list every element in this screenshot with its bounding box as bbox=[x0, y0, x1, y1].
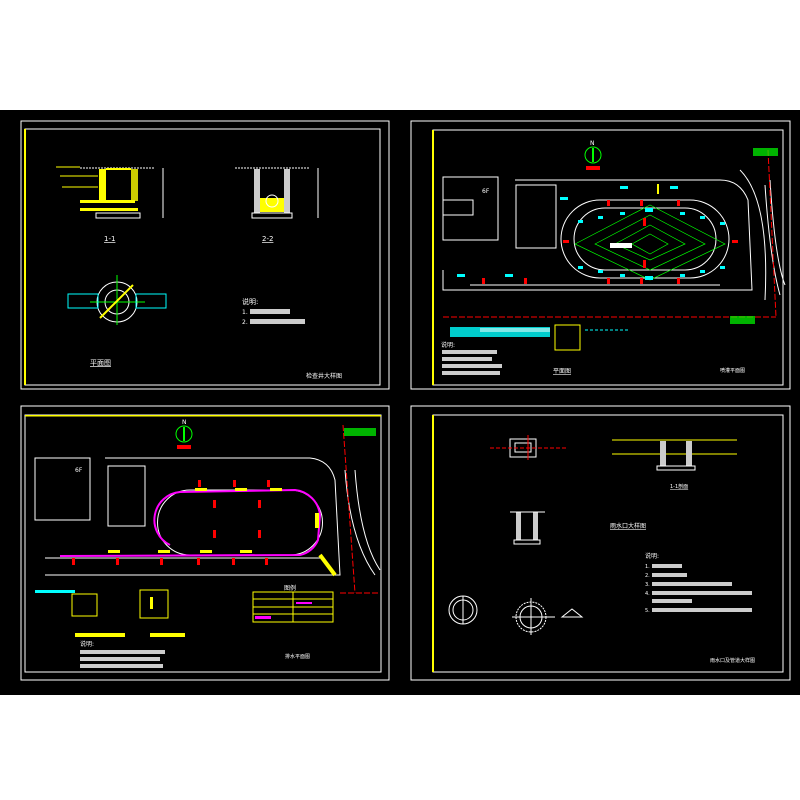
site-plan: 6F bbox=[442, 169, 786, 301]
svg-text:4.: 4. bbox=[645, 591, 650, 597]
section-label: 1-1剖面 bbox=[670, 483, 688, 490]
inlet-section: 1-1剖面 bbox=[612, 439, 737, 490]
building-label: 6F bbox=[75, 467, 83, 474]
north-arrow: N bbox=[584, 140, 602, 170]
note-1: 1. bbox=[242, 309, 248, 316]
svg-text:1.: 1. bbox=[645, 564, 650, 570]
notes-title: 说明: bbox=[242, 297, 258, 306]
manhole-plan: 平面图 bbox=[67, 275, 167, 367]
greenery-note bbox=[753, 148, 778, 156]
sheet-title: 排水平面图 bbox=[285, 653, 310, 660]
sheet-outer-frame bbox=[20, 405, 390, 681]
sprinkler-field bbox=[457, 184, 738, 284]
sheet-1[interactable]: 1-1 2-2 平面图 说明: 1. 2. bbox=[20, 120, 390, 390]
legend-table: 图例 bbox=[252, 584, 334, 623]
sheet-2[interactable]: N 6F bbox=[410, 120, 791, 390]
sheet-3[interactable]: N 6F bbox=[20, 405, 390, 681]
notes-block: 说明: bbox=[441, 341, 502, 375]
greenery-note bbox=[344, 428, 376, 436]
svg-text:2.: 2. bbox=[645, 573, 650, 579]
svg-text:3.: 3. bbox=[645, 582, 650, 588]
inlet-elevation bbox=[510, 511, 545, 545]
building-label: 6F bbox=[482, 188, 490, 195]
sheet-title: 检查井大样图 bbox=[306, 372, 342, 380]
svg-text:N: N bbox=[182, 419, 187, 426]
inlet-plan bbox=[490, 435, 566, 460]
sheet-title: 雨水口及管道大样图 bbox=[710, 657, 755, 664]
detail-title: 雨水口大样图 bbox=[610, 522, 646, 530]
drainage-pipes bbox=[59, 480, 337, 577]
section-1-label: 1-1 bbox=[104, 235, 115, 243]
greenery-note bbox=[730, 316, 755, 324]
binding-line bbox=[25, 415, 381, 417]
manhole-section-2: 2-2 bbox=[235, 167, 319, 243]
svg-text:N: N bbox=[590, 140, 595, 147]
plan-title: 平面图 bbox=[553, 368, 571, 375]
sheet-outer-frame bbox=[410, 405, 791, 681]
notes-block: 说明: bbox=[80, 640, 165, 668]
manhole-detail bbox=[35, 589, 185, 637]
drawing-background bbox=[0, 110, 800, 695]
svg-text:图例: 图例 bbox=[284, 584, 296, 592]
sheet-outer-frame bbox=[20, 120, 390, 390]
pipe-section-detail bbox=[450, 324, 630, 351]
section-2-label: 2-2 bbox=[262, 235, 273, 243]
svg-text:说明:: 说明: bbox=[441, 341, 455, 349]
svg-text:5.: 5. bbox=[645, 608, 650, 614]
pipe-details bbox=[448, 595, 584, 635]
note-2: 2. bbox=[242, 319, 248, 326]
manhole-section-1: 1-1 bbox=[56, 166, 164, 243]
svg-text:说明:: 说明: bbox=[645, 552, 659, 560]
property-line bbox=[342, 424, 356, 594]
notes-block: 说明: 1. 2. 3. 4. 5. bbox=[645, 552, 752, 614]
notes-block: 说明: 1. 2. bbox=[242, 297, 305, 326]
sheet-4[interactable]: 1-1剖面 雨水口大样图 说明: 1. 2. 3. 4. 5. bbox=[410, 405, 791, 681]
sheet-outer-frame bbox=[410, 120, 791, 390]
plan-title: 平面图 bbox=[90, 359, 111, 367]
property-line bbox=[767, 149, 777, 318]
site-plan: 6F bbox=[34, 457, 381, 576]
svg-text:说明:: 说明: bbox=[80, 640, 94, 648]
north-arrow: N bbox=[175, 419, 193, 449]
sheet-title: 喷灌平面图 bbox=[720, 367, 745, 374]
